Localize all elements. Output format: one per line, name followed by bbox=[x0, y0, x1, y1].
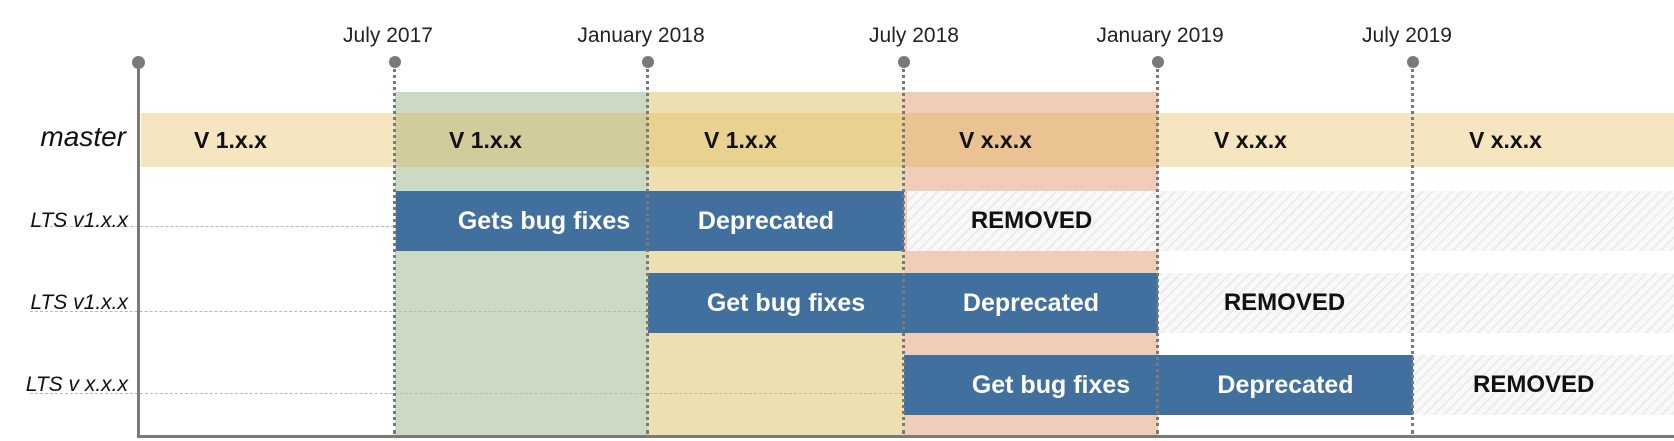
master-version-label: V 1.x.x bbox=[449, 127, 522, 153]
time-axis-vertical bbox=[137, 62, 140, 438]
tick-line-jul2017 bbox=[393, 62, 396, 434]
lts3-deprecated-bar: Deprecated bbox=[1158, 355, 1413, 415]
tick-label-jul2017: July 2017 bbox=[343, 24, 433, 47]
tick-label-jul2018: July 2018 bbox=[869, 24, 959, 47]
lts3-removed-hatch bbox=[1413, 355, 1674, 415]
master-version-label: V x.x.x bbox=[1469, 127, 1542, 153]
master-segment-jul2017 bbox=[395, 113, 648, 167]
tick-dot-jul2017 bbox=[389, 56, 401, 68]
tick-line-jan2019 bbox=[1156, 62, 1159, 434]
lts1-removed-hatch bbox=[907, 191, 1674, 251]
row-label-lts3: LTS v x.x.x bbox=[25, 373, 128, 396]
lts1-bug-fixes-bar: Gets bug fixes bbox=[396, 191, 648, 251]
master-version-label: V x.x.x bbox=[959, 127, 1032, 153]
master-version-label: V 1.x.x bbox=[194, 127, 267, 153]
tick-line-jul2018 bbox=[902, 62, 905, 434]
lts3-removed-label: REMOVED bbox=[1473, 371, 1595, 398]
master-segment-jan2018 bbox=[648, 113, 904, 167]
lts2-removed-label: REMOVED bbox=[1223, 289, 1346, 316]
time-axis-horizontal bbox=[137, 435, 1674, 438]
tick-line-jul2019 bbox=[1411, 62, 1414, 434]
lts2-removed-hatch bbox=[1160, 273, 1674, 333]
row-label-master: master bbox=[40, 121, 126, 152]
row-guide-lts1 bbox=[30, 226, 394, 227]
tick-label-jan2019: January 2019 bbox=[1096, 24, 1224, 47]
lts1-removed-label: REMOVED bbox=[970, 207, 1093, 234]
tick-dot-jan2018 bbox=[642, 56, 654, 68]
tick-label-jan2018: January 2018 bbox=[577, 24, 705, 47]
row-guide-lts3 bbox=[30, 393, 902, 394]
tick-dot-jul2018 bbox=[898, 56, 910, 68]
lts1-deprecated-bar: Deprecated bbox=[648, 191, 904, 251]
lts3-bug-fixes-bar: Get bug fixes bbox=[904, 355, 1158, 415]
master-version-label: V 1.x.x bbox=[704, 127, 777, 153]
row-label-lts1: LTS v1.x.x bbox=[30, 209, 128, 232]
row-label-lts2: LTS v1.x.x bbox=[30, 291, 128, 314]
tick-dot-jul2019 bbox=[1407, 56, 1419, 68]
tick-line-jan2018 bbox=[646, 62, 649, 434]
row-guide-lts2 bbox=[30, 311, 646, 312]
tick-label-jul2019: July 2019 bbox=[1362, 24, 1452, 47]
lts2-bug-fixes-bar: Get bug fixes bbox=[648, 273, 904, 333]
axis-origin-dot bbox=[132, 56, 145, 69]
lts2-deprecated-bar: Deprecated bbox=[904, 273, 1158, 333]
tick-dot-jan2019 bbox=[1152, 56, 1164, 68]
master-segment-jul2018 bbox=[904, 113, 1158, 167]
master-version-label: V x.x.x bbox=[1214, 127, 1287, 153]
